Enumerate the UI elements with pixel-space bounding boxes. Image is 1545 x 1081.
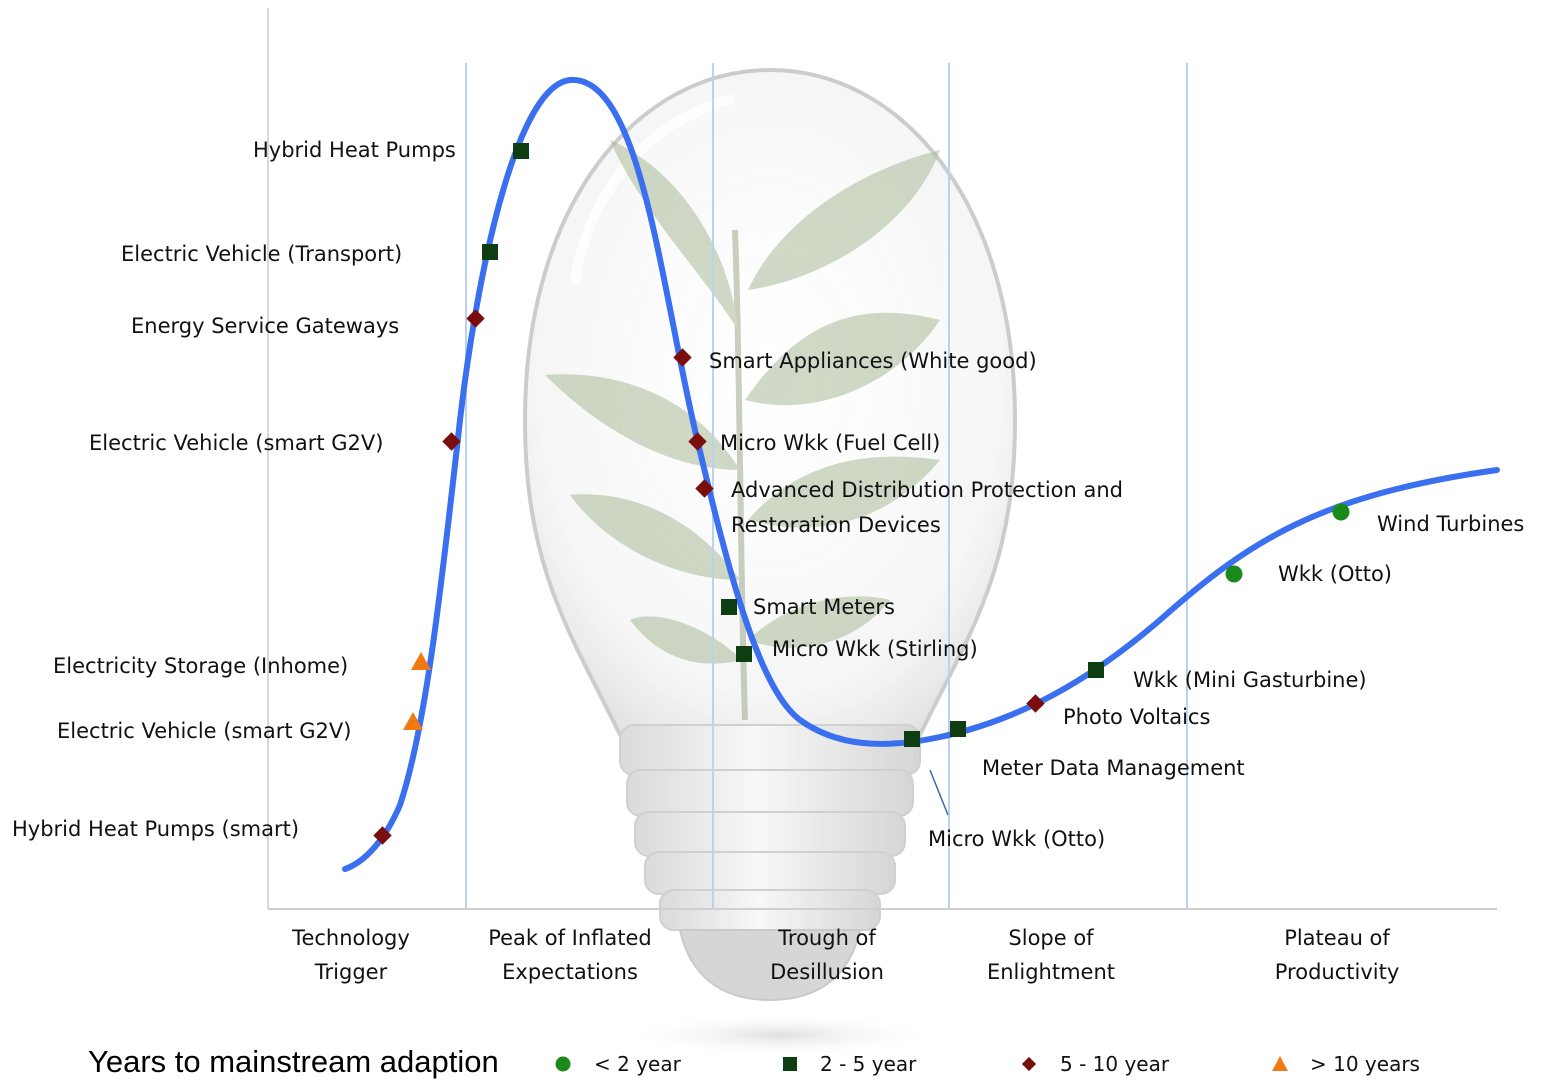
marker-square <box>721 599 737 615</box>
marker-square <box>482 244 498 260</box>
marker-circle <box>1225 565 1243 583</box>
legend-label: > 10 years <box>1310 1052 1420 1076</box>
tech-label: Hybrid Heat Pumps (smart) <box>12 817 300 841</box>
marker-square <box>950 721 966 737</box>
tech-label: Smart Appliances (White good) <box>709 349 1037 373</box>
marker-square <box>904 731 920 747</box>
tech-label: Advanced Distribution Protection and <box>731 478 1124 502</box>
axes <box>267 8 1497 910</box>
tech-label: Wind Turbines <box>1377 512 1525 536</box>
tech-label: Electric Vehicle (smart G2V) <box>57 719 352 743</box>
legend-triangle-icon <box>1272 1056 1288 1071</box>
marker-diamond <box>673 348 692 367</box>
marker-triangle <box>411 652 431 670</box>
legend-label: 5 - 10 year <box>1060 1052 1170 1076</box>
legend-label: < 2 year <box>594 1052 681 1076</box>
tech-label: Restoration Devices <box>731 513 941 537</box>
legend-diamond-icon <box>1021 1056 1037 1072</box>
marker-square <box>513 143 529 159</box>
tech-label: Wkk (Mini Gasturbine) <box>1133 668 1367 692</box>
tech-label: Photo Voltaics <box>1063 705 1211 729</box>
tech-label: Micro Wkk (Fuel Cell) <box>720 431 941 455</box>
marker-diamond <box>1026 694 1045 713</box>
callout-line <box>929 769 949 816</box>
tech-label: Electricity Storage (Inhome) <box>53 654 349 678</box>
tech-label: Electric Vehicle (smart G2V) <box>89 431 384 455</box>
legend-symbols <box>555 1056 1288 1072</box>
tech-label: Electric Vehicle (Transport) <box>121 242 403 266</box>
tech-label: Energy Service Gateways <box>131 314 400 338</box>
legend-circle-icon <box>555 1056 571 1072</box>
tech-label: Micro Wkk (Stirling) <box>772 637 978 661</box>
marker-diamond <box>695 479 714 498</box>
tech-label: Hybrid Heat Pumps <box>253 138 456 162</box>
marker-diamond <box>442 432 461 451</box>
technology-markers <box>373 143 1350 845</box>
tech-label: Meter Data Management <box>982 756 1245 780</box>
marker-square <box>736 646 752 662</box>
legend-square-icon <box>783 1057 797 1071</box>
marker-square <box>1088 662 1104 678</box>
tech-label: Smart Meters <box>753 595 895 619</box>
marker-circle <box>1332 503 1350 521</box>
hype-curve <box>342 76 1500 872</box>
lightbulb-illustration <box>522 67 1018 1057</box>
legend-label: 2 - 5 year <box>820 1052 917 1076</box>
marker-diamond <box>688 432 707 451</box>
marker-triangle <box>403 712 423 730</box>
tech-label: Micro Wkk (Otto) <box>928 827 1106 851</box>
marker-diamond <box>466 309 485 328</box>
bulb-base-icon <box>619 724 921 1002</box>
phase-dividers <box>465 63 1188 909</box>
legend-title: Years to mainstream adaption <box>88 1044 499 1079</box>
tech-label: Wkk (Otto) <box>1278 562 1392 586</box>
marker-diamond <box>373 826 392 845</box>
